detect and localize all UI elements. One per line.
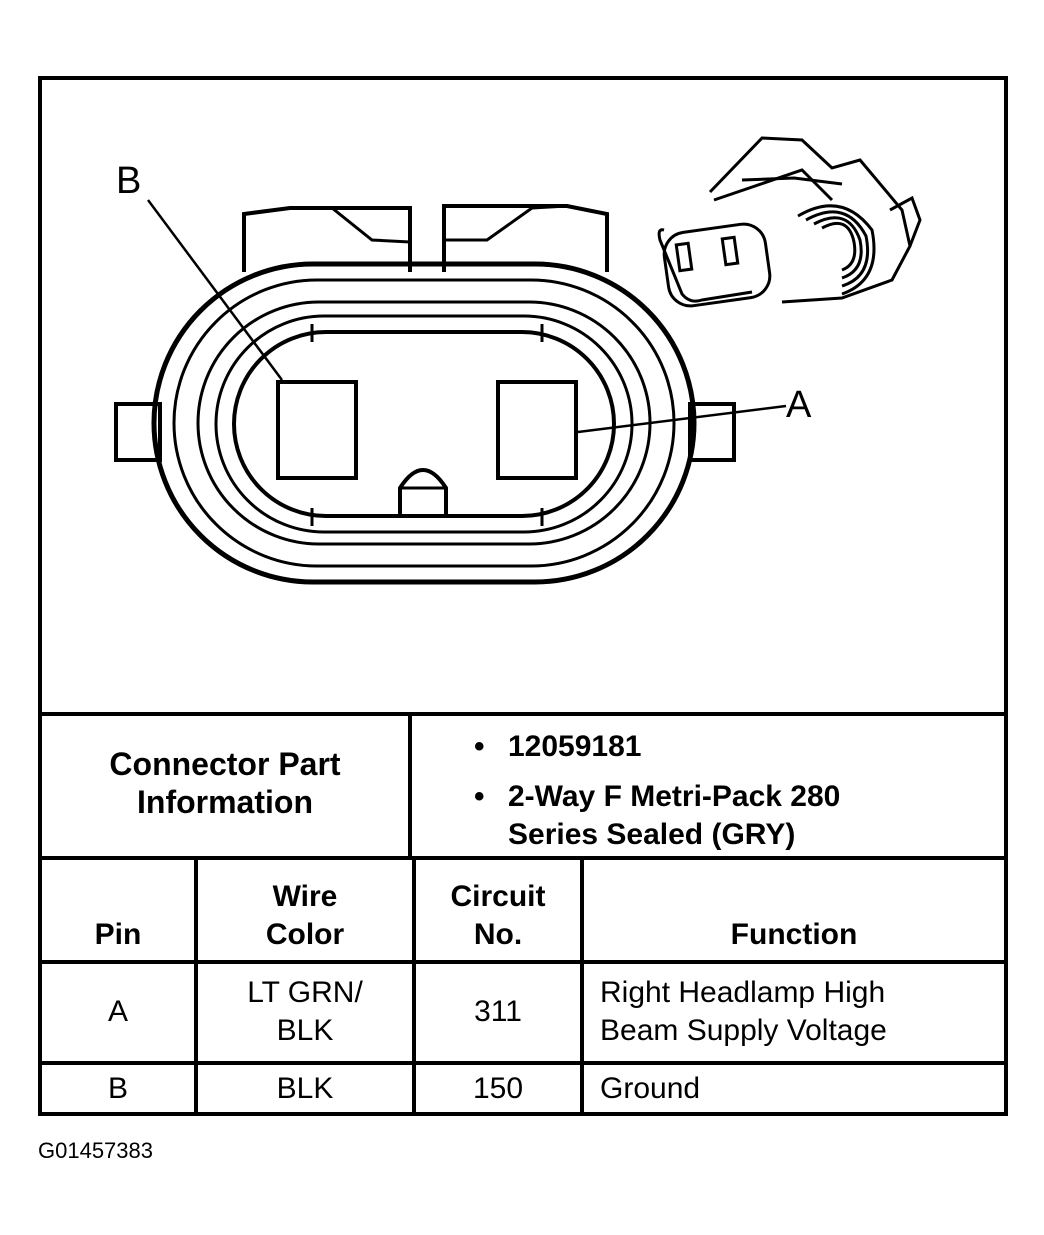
connector-info-label: Connector Part Information: [42, 716, 412, 856]
terminal-b-cavity: [276, 380, 358, 480]
shell-ring-1: [172, 278, 676, 568]
connector-info-item-part-number: • 12059181: [412, 728, 1004, 766]
left-side-tab: [114, 402, 162, 462]
bullet-icon: •: [474, 730, 485, 763]
cell-circuit: 150: [412, 1061, 584, 1112]
pin-table: Pin Wire Color Circuit No. Function A LT…: [42, 860, 1004, 1112]
connector-face-svg: [114, 136, 922, 585]
header-function: Function: [580, 860, 1004, 964]
table-row: A LT GRN/ BLK 311 Right Headlamp High Be…: [42, 959, 1004, 1066]
leader-line-a: [577, 404, 787, 434]
cell-wire-color: LT GRN/ BLK: [194, 959, 416, 1066]
connector-info-item-description: • 2-Way F Metri-Pack 280 Series Sealed (…: [412, 778, 1004, 854]
leader-line-b: [146, 199, 284, 381]
header-pin: Pin: [42, 860, 198, 964]
connector-description: 2-Way F Metri-Pack 280 Series Sealed (GR…: [508, 780, 841, 851]
table-row: B BLK 150 Ground: [42, 1061, 1004, 1112]
cell-pin: B: [42, 1061, 198, 1112]
connector-info-label-text: Connector Part Information: [109, 746, 341, 820]
connector-info-list: • 12059181 • 2-Way F Metri-Pack 280 Seri…: [412, 716, 1004, 868]
cell-function: Ground: [580, 1061, 1004, 1112]
outer-shell: [151, 261, 697, 585]
callout-label-a: A: [786, 384, 812, 426]
connector-part-number: 12059181: [508, 730, 642, 763]
right-side-tab: [688, 402, 736, 462]
header-circuit: Circuit No.: [412, 860, 584, 964]
left-latch-ramp: [290, 206, 411, 244]
cell-circuit: 311: [412, 959, 584, 1066]
connector-drawing: B A: [42, 80, 1004, 712]
callout-label-b: B: [116, 160, 142, 202]
shell-ring-2: [196, 300, 652, 546]
figure-id: G01457383: [38, 1138, 153, 1163]
inner-cavity: [232, 330, 616, 518]
cell-wire-color: BLK: [194, 1061, 416, 1112]
right-latch-ramp: [444, 204, 568, 242]
cell-pin: A: [42, 959, 198, 1066]
connector-perspective-view: [657, 136, 922, 308]
terminal-a-cavity: [496, 380, 578, 480]
pin-table-header-row: Pin Wire Color Circuit No. Function: [42, 860, 1004, 964]
connector-part-info: Connector Part Information • 12059181 • …: [42, 712, 1004, 860]
cell-function: Right Headlamp High Beam Supply Voltage: [580, 959, 1004, 1066]
polarization-key: [398, 468, 448, 516]
header-wire-color: Wire Color: [194, 860, 416, 964]
diagram-frame: B A Connector Part Information • 1205918…: [38, 76, 1008, 1116]
bullet-icon: •: [474, 780, 485, 813]
